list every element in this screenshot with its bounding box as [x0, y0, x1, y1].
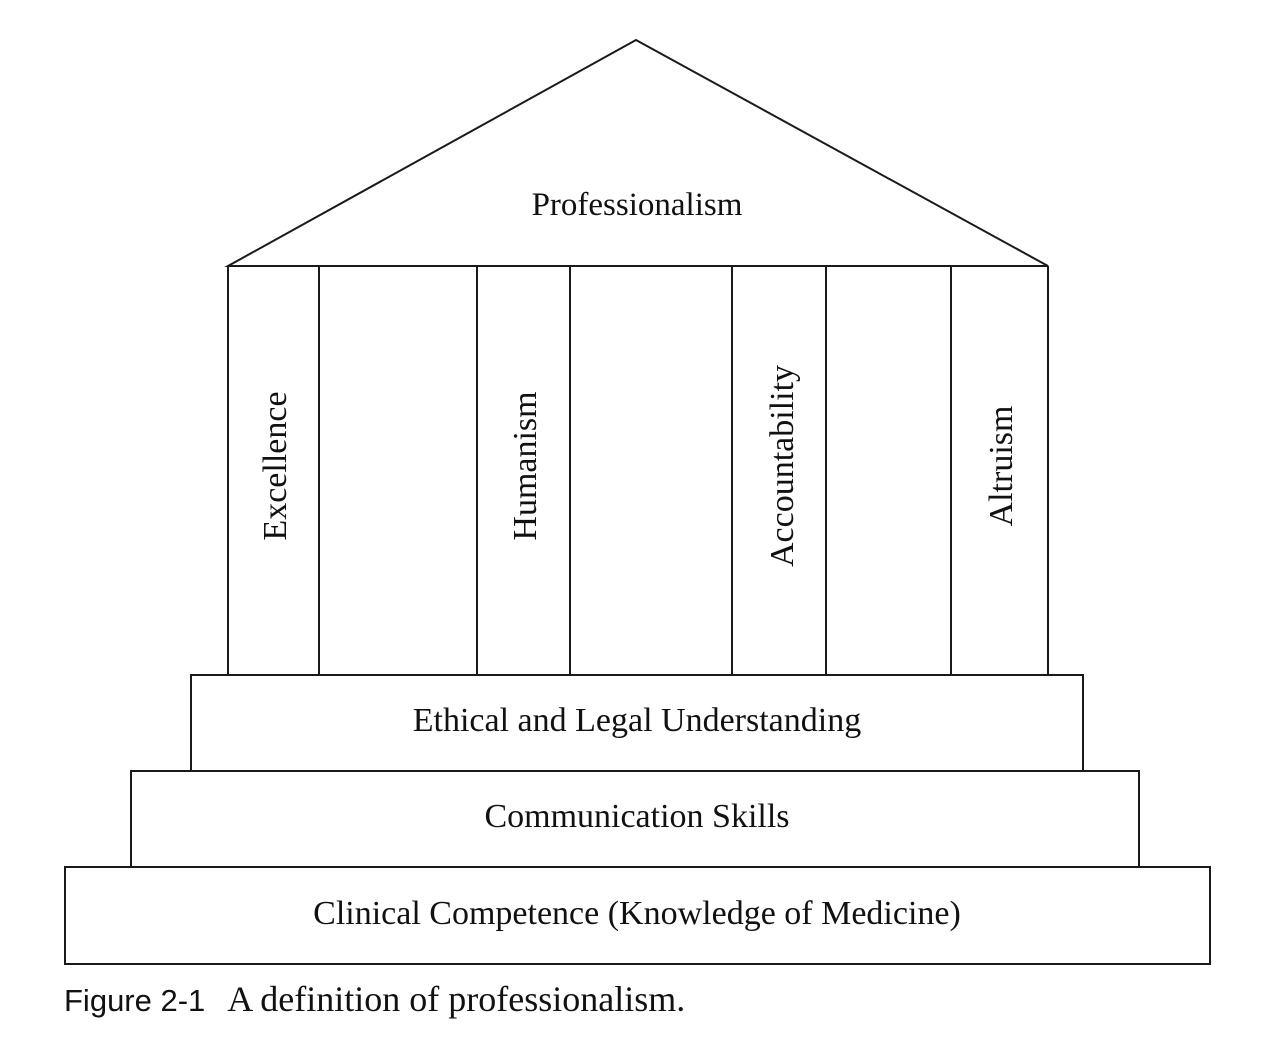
roof-triangle: [224, 38, 1049, 267]
step-label-clinical-competence: Clinical Competence (Knowledge of Medici…: [313, 895, 961, 932]
pillar-label-altruism: Altruism: [983, 406, 1020, 527]
step-label-communication: Communication Skills: [484, 798, 789, 835]
figure-caption: Figure 2-1 A definition of professionalis…: [64, 978, 685, 1020]
step-clinical-competence: [64, 866, 1211, 965]
roof-label: Professionalism: [532, 187, 743, 223]
pillar-label-accountability: Accountability: [764, 365, 801, 567]
pillar-label-humanism: Humanism: [507, 391, 544, 540]
figure-number: Figure 2-1: [64, 983, 206, 1018]
pillar-label-excellence: Excellence: [257, 391, 294, 540]
step-label-ethical-legal: Ethical and Legal Understanding: [413, 702, 861, 739]
figure-caption-text: A definition of professionalism.: [227, 979, 686, 1019]
